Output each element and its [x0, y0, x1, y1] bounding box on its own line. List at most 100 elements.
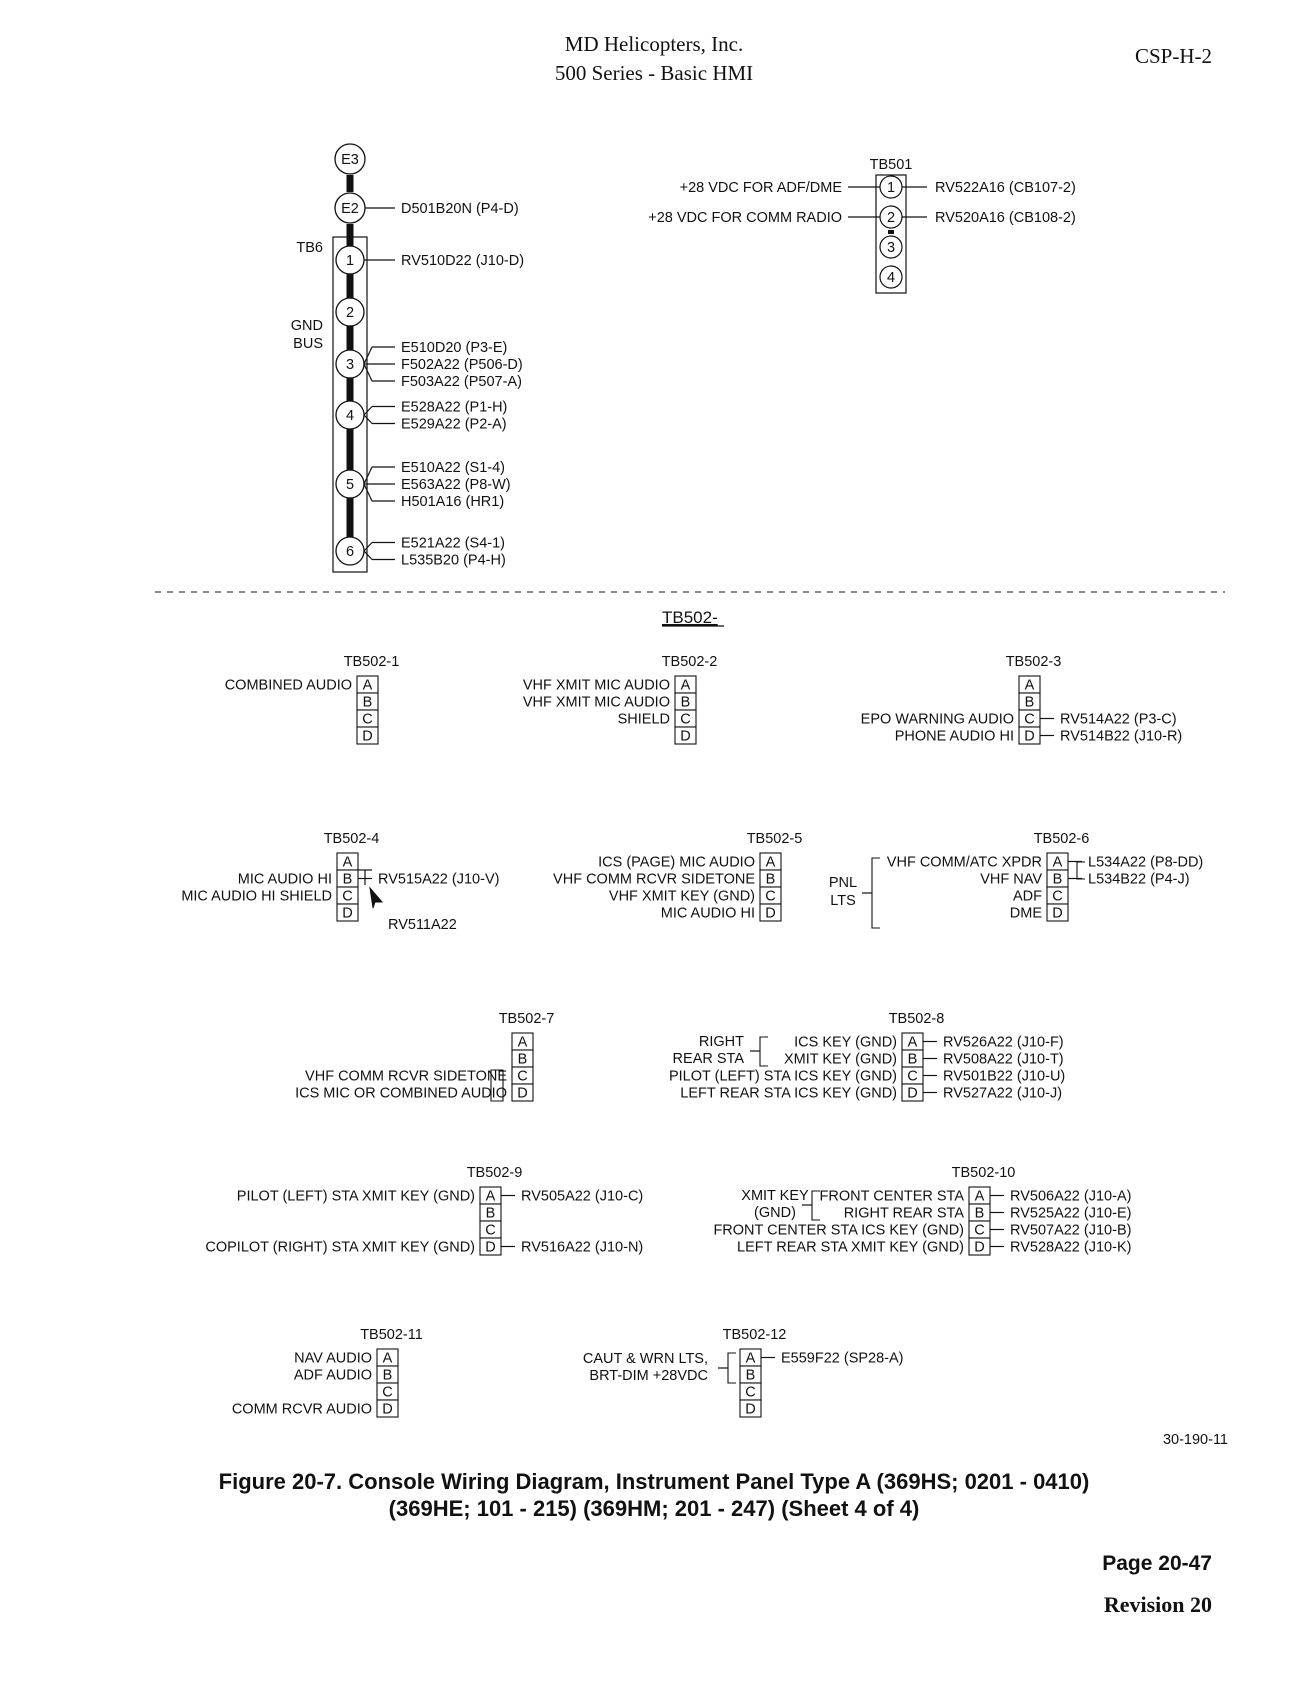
- block-label: TB502-7: [499, 1011, 555, 1027]
- pin-letter: C: [907, 1069, 917, 1085]
- signal-label: VHF COMM RCVR SIDETONE: [305, 1069, 507, 1085]
- wire-label: H501A16 (HR1): [401, 494, 504, 510]
- signal-label: FRONT CENTER STA: [820, 1189, 965, 1205]
- tb501-label: TB501: [870, 157, 913, 173]
- page-header: MD Helicopters, Inc. 500 Series - Basic …: [0, 30, 1308, 88]
- wire: [363, 414, 373, 424]
- pin-letter: D: [907, 1086, 917, 1102]
- wire: [363, 466, 373, 485]
- terminal-node-label: 5: [346, 477, 354, 493]
- pin-cell: [674, 726, 697, 745]
- signal-label: VHF XMIT MIC AUDIO: [523, 695, 670, 711]
- pin-cell: [1046, 903, 1069, 922]
- signal-label: ICS KEY (GND): [794, 1035, 897, 1051]
- pin-letter: C: [362, 712, 372, 728]
- wire-label: D501B20N (P4-D): [401, 201, 519, 217]
- tb501-pin: [879, 235, 903, 259]
- tb501-pin-label: 2: [887, 210, 895, 226]
- pin-letter: B: [746, 1368, 756, 1384]
- wire-label: L534B22 (P4-J): [1088, 872, 1190, 888]
- pin-letter: D: [485, 1240, 495, 1256]
- signal-label: ADF AUDIO: [294, 1368, 372, 1384]
- block-label: TB502-4: [324, 831, 380, 847]
- wire-label: RV510D22 (J10-D): [401, 253, 524, 269]
- group-label: LTS: [830, 893, 856, 909]
- pin-letter: D: [974, 1240, 984, 1256]
- tb502-title: TB502-: [662, 608, 718, 627]
- wire-label: E528A22 (P1-H): [401, 400, 507, 416]
- block-label: TB502-6: [1034, 831, 1090, 847]
- pin-letter: A: [383, 1351, 393, 1367]
- pin-letter: D: [382, 1402, 392, 1418]
- wire-label: L535B20 (P4-H): [401, 553, 506, 569]
- pin-letter: A: [975, 1189, 985, 1205]
- pin-letter: C: [680, 712, 690, 728]
- group-label: PNL: [829, 875, 857, 891]
- wire-label: +28 VDC FOR COMM RADIO: [648, 210, 842, 226]
- pin-letter: A: [486, 1189, 496, 1205]
- signal-label: XMIT KEY (GND): [784, 1052, 897, 1068]
- header-company: MD Helicopters, Inc.: [564, 32, 744, 56]
- block-label: TB502-2: [662, 654, 718, 670]
- wire: [363, 550, 373, 560]
- tb501-pin-label: 3: [887, 240, 895, 256]
- group-label: CAUT & WRN LTS,: [583, 1351, 708, 1367]
- wire: [363, 483, 373, 502]
- pin-letter: A: [908, 1035, 918, 1051]
- right-rear-bracket: [759, 1036, 768, 1067]
- revision-label: Revision 20: [1103, 1592, 1212, 1617]
- signal-label: ICS MIC OR COMBINED AUDIO: [295, 1086, 507, 1102]
- signal-label: VHF NAV: [980, 872, 1042, 888]
- block-label: TB502-8: [889, 1011, 945, 1027]
- wire-label: RV514A22 (P3-C): [1060, 712, 1177, 728]
- block-label: TB502-11: [360, 1327, 423, 1343]
- pin-letter: A: [766, 855, 776, 871]
- wire-label: RV525A22 (J10-E): [1010, 1206, 1131, 1222]
- pin-letter: B: [343, 872, 353, 888]
- pin-letter: C: [342, 889, 352, 905]
- pin-letter: C: [382, 1385, 392, 1401]
- block-label: TB502-3: [1006, 654, 1062, 670]
- group-label: REAR STA: [673, 1051, 745, 1067]
- pin-letter: D: [362, 729, 372, 745]
- terminal-node-label: 6: [346, 544, 354, 560]
- wire-label: E510A22 (S1-4): [401, 460, 505, 476]
- signal-label: COPILOT (RIGHT) STA XMIT KEY (GND): [205, 1240, 475, 1256]
- pin-letter: D: [342, 906, 352, 922]
- wire-label: E510D20 (P3-E): [401, 340, 507, 356]
- pin-letter: C: [974, 1223, 984, 1239]
- header-doc-code: CSP-H-2: [1134, 44, 1212, 68]
- wire-label: E563A22 (P8-W): [401, 477, 511, 493]
- terminal-node-label: 2: [346, 305, 354, 321]
- terminal-node-label: E3: [341, 152, 359, 168]
- pin-letter: D: [680, 729, 690, 745]
- pin-letter: B: [681, 695, 691, 711]
- wire-label: RV527A22 (J10-J): [943, 1086, 1062, 1102]
- pin-letter: B: [518, 1052, 528, 1068]
- tb501-frame: [875, 174, 907, 294]
- wire-label: RV528A22 (J10-K): [1010, 1240, 1131, 1256]
- block-label: TB502-1: [344, 654, 400, 670]
- pin-letter: B: [486, 1206, 496, 1222]
- wire-label: RV516A22 (J10-N): [521, 1240, 643, 1256]
- wire-label: RV505A22 (J10-C): [521, 1189, 643, 1205]
- pin-letter: A: [1053, 855, 1063, 871]
- tb501-pin-label: 4: [887, 270, 895, 286]
- wire-label: F503A22 (P507-A): [401, 374, 522, 390]
- pin-letter: D: [765, 906, 775, 922]
- block-label: TB502-9: [467, 1165, 523, 1181]
- tb7-bracket-inner: [490, 1069, 499, 1102]
- caut-wrn-bracket: [727, 1352, 736, 1384]
- pin-letter: A: [746, 1351, 756, 1367]
